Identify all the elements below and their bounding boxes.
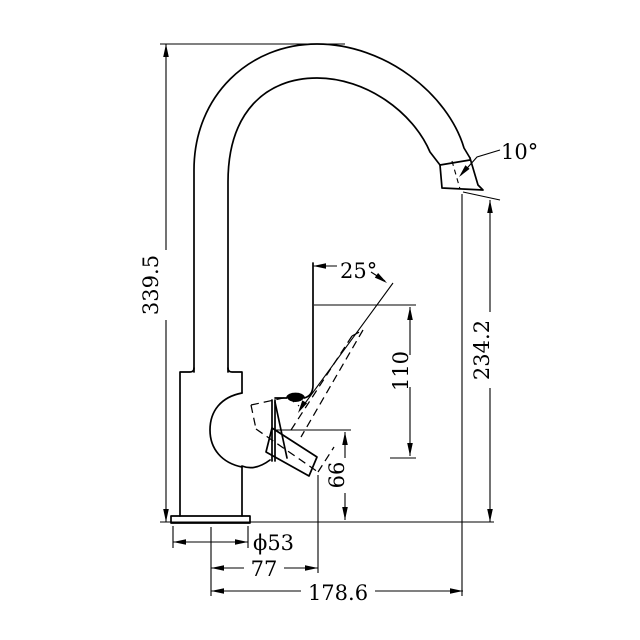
handle-solid-off-position xyxy=(241,262,318,477)
body-outline xyxy=(170,367,251,524)
handle-reach-label: 77 xyxy=(251,557,278,581)
overall-height-label: 339.5 xyxy=(139,255,163,315)
base-diameter-label: ϕ53 xyxy=(253,531,294,555)
handle-raised-dashed xyxy=(250,282,394,473)
dim-base-diameter: ϕ53 xyxy=(173,531,294,555)
dim-spout-outlet-height: 234.2 xyxy=(470,200,494,522)
ext-outlet-level xyxy=(462,191,501,201)
handle-open-angle-label: 25° xyxy=(340,259,377,283)
dim-handle-reach: 77 xyxy=(211,557,318,581)
dim-clearance-height: 66 xyxy=(325,432,349,520)
dim-spout-tip-angle: 10° xyxy=(459,140,538,177)
lever-axis-reference xyxy=(302,282,394,407)
ball-housing-arc xyxy=(209,392,243,468)
dim-overall-height: 339.5 xyxy=(139,44,169,522)
aerator-axis-centerline xyxy=(451,160,461,190)
dim-spout-reach: 178.6 xyxy=(211,581,463,605)
spout-reach-label: 178.6 xyxy=(308,581,368,605)
lever-axis-arrow xyxy=(298,400,308,413)
aerator-tip xyxy=(439,157,484,191)
dim-handle-open-angle: 25° xyxy=(313,259,387,283)
extension-lines xyxy=(160,43,501,596)
clearance-height-label: 66 xyxy=(325,462,349,489)
handle-height-label: 110 xyxy=(389,351,413,391)
dim-handle-height: 110 xyxy=(389,307,413,456)
base-flange xyxy=(170,515,251,524)
lever-off xyxy=(265,427,318,477)
spout-tip-angle-label: 10° xyxy=(501,140,538,164)
ext-flange-edges xyxy=(172,526,249,548)
spout-outlet-height-label: 234.2 xyxy=(470,320,494,380)
dome-detail xyxy=(287,393,304,402)
spout-outline xyxy=(193,43,471,373)
